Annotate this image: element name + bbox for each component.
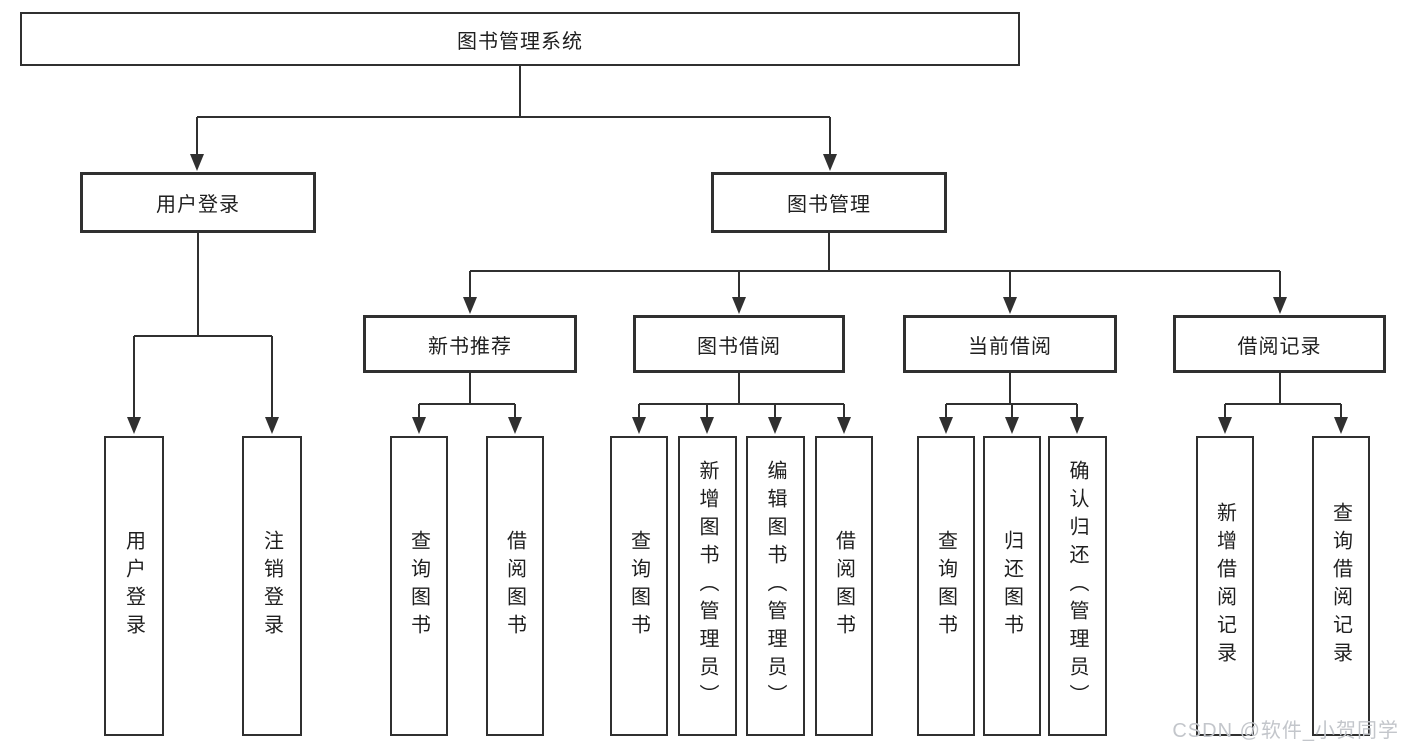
node-book-management: 图书管理 (711, 172, 947, 233)
edge-book-borrow-children (638, 373, 845, 420)
edge-root-to-level2 (196, 66, 831, 157)
node-root-library-system: 图书管理系统 (20, 12, 1020, 66)
leaf-logout: 注销登录 (242, 436, 302, 736)
edge-new-book-children (418, 373, 516, 420)
leaf-edit-books-admin: 编辑图书（管理员） (746, 436, 805, 736)
edge-borrow-records-children (1224, 373, 1342, 420)
node-book-borrowing: 图书借阅 (633, 315, 845, 373)
leaf-borrow-books: 借阅图书 (815, 436, 873, 736)
leaf-query-borrow-record: 查询借阅记录 (1312, 436, 1370, 736)
leaf-return-books: 归还图书 (983, 436, 1041, 736)
node-borrowing-records: 借阅记录 (1173, 315, 1386, 373)
arrowheads (127, 154, 1348, 434)
leaf-query-books-borrow: 查询图书 (610, 436, 668, 736)
edge-user-login-children (133, 233, 273, 420)
node-new-book-recommend: 新书推荐 (363, 315, 577, 373)
edge-book-mgmt-to-level3 (469, 233, 1281, 300)
leaf-confirm-return-admin: 确认归还（管理员） (1048, 436, 1107, 736)
csdn-watermark: CSDN @软件_小贺同学 (1172, 720, 1399, 742)
leaf-query-books-current: 查询图书 (917, 436, 975, 736)
leaf-query-books-recommend: 查询图书 (390, 436, 448, 736)
node-user-login: 用户登录 (80, 172, 316, 233)
leaf-add-books-admin: 新增图书（管理员） (678, 436, 737, 736)
node-current-borrowing: 当前借阅 (903, 315, 1117, 373)
leaf-borrow-books-recommend: 借阅图书 (486, 436, 544, 736)
leaf-user-login: 用户登录 (104, 436, 164, 736)
tree-edges (133, 66, 1342, 420)
leaf-add-borrow-record: 新增借阅记录 (1196, 436, 1254, 736)
edge-current-borrow-children (945, 373, 1078, 420)
